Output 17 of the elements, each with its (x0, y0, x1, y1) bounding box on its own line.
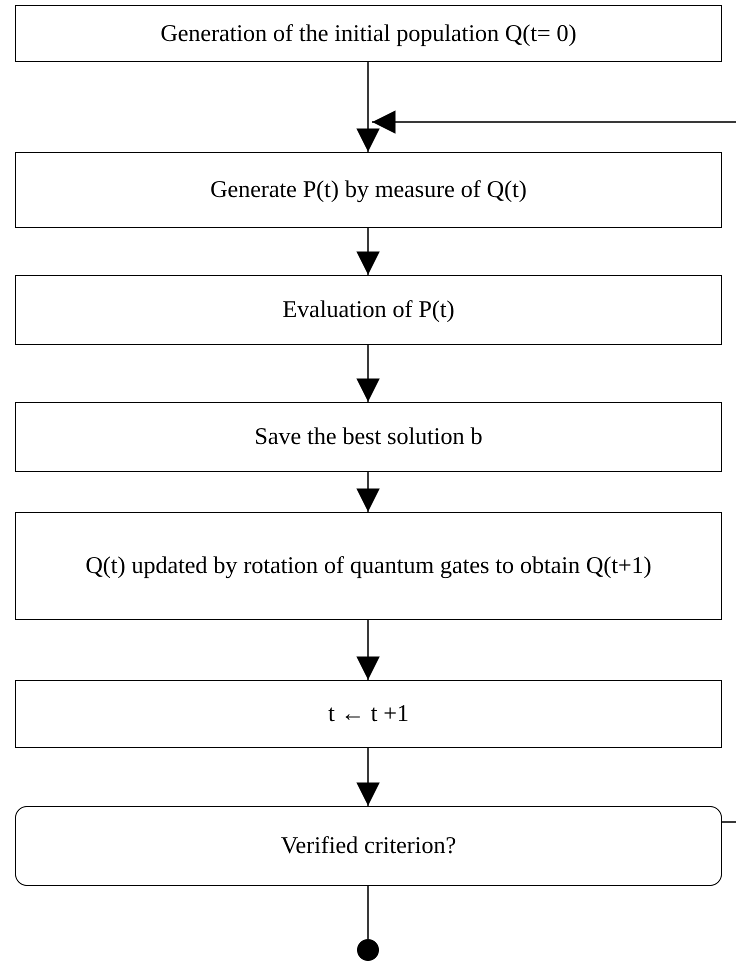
arrow (356, 748, 380, 806)
process-box: Generate P(t) by measure of Q(t) (15, 152, 722, 228)
process-box: t ← t +1 (15, 680, 722, 748)
process-box: Generation of the initial population Q(t= 0) (15, 5, 722, 62)
arrow (372, 110, 736, 134)
connector-line (722, 821, 736, 823)
process-box: Save the best solution b (15, 402, 722, 472)
process-box: Evaluation of P(t) (15, 275, 722, 345)
decision-box: Verified criterion? (15, 806, 722, 886)
arrow (356, 62, 380, 152)
arrow (356, 228, 380, 275)
arrow (356, 472, 380, 512)
arrow (356, 620, 380, 680)
arrow (356, 345, 380, 402)
connector-line (367, 886, 369, 939)
end-dot (357, 939, 379, 961)
process-box: Q(t) updated by rotation of quantum gates to obtain Q(t+1) (15, 512, 722, 620)
